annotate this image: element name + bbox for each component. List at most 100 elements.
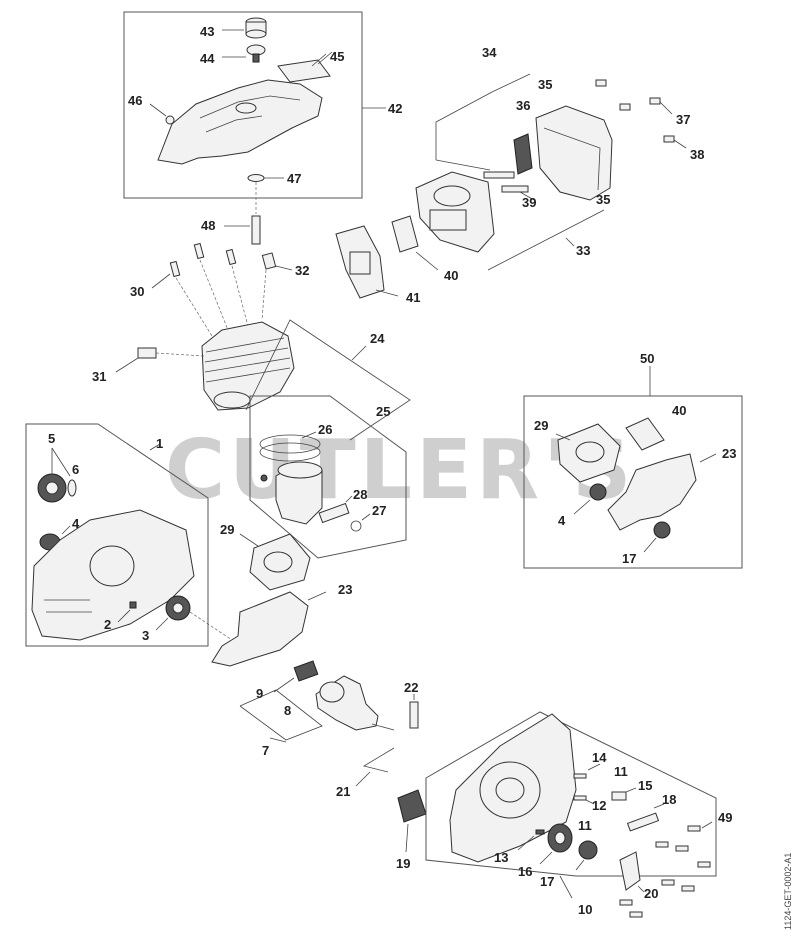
callout-11a: 11: [614, 764, 628, 779]
part-48-stud: [224, 182, 261, 245]
callout-47: 47: [287, 171, 301, 186]
part-13-pin: [535, 829, 545, 835]
watermark: CUTLER'S: [165, 423, 635, 518]
part-40-gasket: [391, 215, 419, 253]
callout-23b: 23: [722, 446, 736, 461]
callout-32: 32: [295, 263, 309, 278]
part-2-pin: [129, 601, 137, 609]
callout-39: 39: [522, 195, 536, 210]
callout-42: 42: [388, 101, 402, 116]
callout-16: 16: [518, 864, 532, 879]
callout-17b: 17: [622, 551, 636, 566]
callout-38: 38: [690, 147, 704, 162]
part-31-valve: [115, 347, 205, 373]
callout-45: 45: [330, 49, 344, 64]
part-9-needle-bearing: [293, 660, 319, 682]
callout-50: 50: [640, 351, 654, 366]
part-38-screw: [663, 135, 675, 143]
part-7-crankshaft-assembly: [239, 660, 395, 743]
callout-1: 1: [156, 436, 163, 451]
callout-27: 27: [372, 503, 386, 518]
callout-14: 14: [592, 750, 607, 765]
callout-7: 7: [262, 743, 269, 758]
callout-6: 6: [72, 462, 79, 477]
kit-40-gasket: [625, 417, 665, 451]
part-35-muffler-shell: [535, 105, 613, 201]
callout-31: 31: [92, 369, 106, 384]
part-22-oil-screw: [409, 694, 419, 729]
callout-43: 43: [200, 24, 214, 39]
part-26-piston-ring: [259, 434, 321, 454]
callout-40b: 40: [672, 403, 686, 418]
part-23-crankcase-gasket: [211, 591, 327, 667]
part-30-bolts: [151, 242, 249, 337]
callout-15: 15: [638, 778, 652, 793]
callout-48: 48: [201, 218, 215, 233]
crankcase-right-assembly: [425, 711, 717, 918]
callout-22: 22: [404, 680, 418, 695]
callout-12: 12: [592, 798, 606, 813]
callout-46: 46: [128, 93, 142, 108]
callout-35a: 35: [538, 77, 552, 92]
callout-10: 10: [578, 902, 592, 917]
kit-4-seal: [589, 483, 607, 501]
part-18-bolt: [626, 812, 660, 832]
callout-4a: 4: [72, 516, 80, 531]
part-12-stud: [573, 795, 587, 801]
muffler-assembly: [317, 51, 687, 299]
gasket-kit-50: [523, 366, 743, 569]
part-27-circlip: [350, 520, 362, 532]
piston-assembly: [249, 395, 407, 559]
part-43-cap: [245, 17, 267, 39]
callout-21: 21: [336, 784, 350, 799]
callout-8: 8: [284, 703, 291, 718]
callout-35b: 35: [596, 192, 610, 207]
callout-18: 18: [662, 792, 676, 807]
part-28-piston-pin: [318, 502, 350, 524]
part-42-top-cover: [157, 79, 323, 165]
callout-44: 44: [200, 51, 215, 66]
drawing-reference: 1124-GET-0002-A1: [783, 852, 793, 930]
kit-23-gasket: [607, 453, 697, 531]
callout-40a: 40: [444, 268, 458, 283]
part-14-stud: [573, 773, 587, 779]
callout-24: 24: [370, 331, 385, 346]
callout-25: 25: [376, 404, 390, 419]
part-5-pawl-assembly: [37, 447, 71, 503]
part-39-bolts: [483, 171, 515, 179]
callout-11b: 11: [578, 818, 592, 833]
callout-5: 5: [48, 431, 55, 446]
callout-49: 49: [718, 810, 732, 825]
part-6-washer: [67, 479, 77, 497]
kit-17-seal: [653, 521, 671, 539]
callout-4b: 4: [558, 513, 566, 528]
part-44-knob: [246, 44, 266, 63]
callout-9: 9: [256, 686, 263, 701]
part-47-washer: [247, 174, 265, 182]
callout-26: 26: [318, 422, 332, 437]
callout-30: 30: [130, 284, 144, 299]
callout-29b: 29: [534, 418, 548, 433]
part-45-label: [277, 59, 331, 83]
part-15-plug: [611, 791, 627, 801]
callout-13: 13: [494, 850, 508, 865]
part-49-screws: [619, 821, 713, 918]
part-32-spark-plug: [261, 252, 293, 321]
callout-37: 37: [676, 112, 690, 127]
part-24-cylinder: [201, 321, 295, 411]
callout-labels: 43 44 45 46 42 47 48 30 32 31 24 34 35 3…: [48, 24, 736, 917]
part-17-seal: [578, 840, 598, 860]
callout-36: 36: [516, 98, 530, 113]
callout-23a: 23: [338, 582, 352, 597]
callout-41: 41: [406, 290, 420, 305]
callout-28: 28: [353, 487, 367, 502]
top-cover-assembly: [123, 11, 386, 199]
callout-33: 33: [576, 243, 590, 258]
crankcase-left-assembly: [25, 423, 233, 647]
callout-2: 2: [104, 617, 111, 632]
part-37-screws: [595, 79, 607, 87]
part-29-cylinder-gasket: [239, 533, 311, 591]
callout-17a: 17: [540, 874, 554, 889]
part-19-oil-pump: [397, 789, 427, 853]
